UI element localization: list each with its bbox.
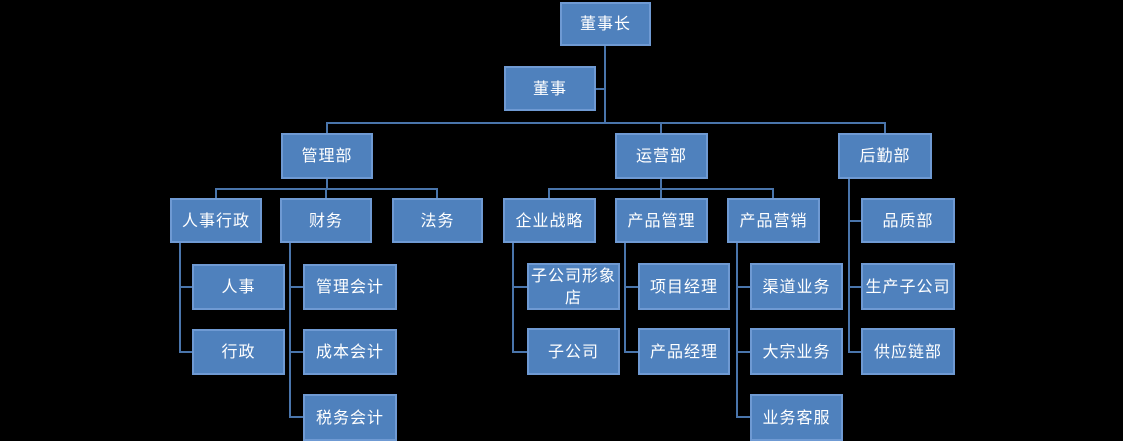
- connector-corp-strategy-spine: [512, 243, 514, 353]
- org-node-board[interactable]: 董事: [504, 66, 596, 111]
- connector-drop-finance: [325, 188, 327, 198]
- connector-top-rail: [326, 122, 886, 124]
- org-node-product-marketing[interactable]: 产品营销: [727, 198, 820, 243]
- org-node-project-manager[interactable]: 项目经理: [638, 263, 730, 310]
- connector-customer-service-stub: [736, 416, 750, 418]
- connector-production-subsidiary-stub: [848, 286, 861, 288]
- connector-subsidiary-store-stub: [512, 286, 527, 288]
- connector-drop-logistics-dept: [884, 122, 886, 133]
- org-node-hr[interactable]: 人事: [192, 264, 285, 310]
- connector-drop-admin-dept: [326, 122, 328, 133]
- org-node-logistics-dept[interactable]: 后勤部: [838, 133, 932, 179]
- connector-board-stub: [596, 88, 606, 90]
- connector-mgmt-accounting-stub: [289, 286, 303, 288]
- connector-product-mgmt-spine: [624, 243, 626, 353]
- connector-supply-chain-stub: [848, 351, 861, 353]
- org-node-chairman[interactable]: 董事长: [560, 2, 651, 46]
- connector-product-marketing-spine: [736, 243, 738, 418]
- org-node-supply-chain[interactable]: 供应链部: [861, 328, 955, 375]
- org-node-corp-strategy[interactable]: 企业战略: [503, 198, 596, 243]
- org-node-ops-dept[interactable]: 运营部: [615, 133, 708, 179]
- connector-hr-stub: [179, 286, 192, 288]
- connector-admin-stub: [179, 351, 192, 353]
- connector-bulk-business-stub: [736, 351, 750, 353]
- org-node-hr-admin[interactable]: 人事行政: [170, 198, 262, 243]
- connector-logistics-spine: [848, 179, 850, 353]
- org-node-bulk-business[interactable]: 大宗业务: [750, 328, 843, 375]
- org-node-subsidiary-store[interactable]: 子公司形象店: [527, 263, 620, 310]
- connector-quality-dept-stub: [848, 220, 861, 222]
- org-node-tax-accounting[interactable]: 税务会计: [303, 394, 397, 441]
- org-node-subsidiary[interactable]: 子公司: [527, 328, 620, 375]
- connector-cost-accounting-stub: [289, 351, 303, 353]
- org-node-product-manager[interactable]: 产品经理: [638, 328, 730, 375]
- connector-drop-ops-dept: [660, 122, 662, 133]
- connector-finance-spine: [289, 243, 291, 418]
- connector-drop-product-marketing: [772, 188, 774, 198]
- connector-ops-dept-drop: [660, 179, 662, 189]
- connector-drop-product-mgmt: [660, 188, 662, 198]
- org-node-legal[interactable]: 法务: [392, 198, 483, 243]
- org-node-customer-service[interactable]: 业务客服: [750, 394, 843, 441]
- connector-drop-hr-admin: [215, 188, 217, 198]
- org-node-quality-dept[interactable]: 品质部: [861, 198, 955, 243]
- org-node-production-subsidiary[interactable]: 生产子公司: [861, 263, 955, 310]
- org-node-channel-business[interactable]: 渠道业务: [750, 263, 843, 310]
- org-node-admin[interactable]: 行政: [192, 329, 285, 375]
- org-node-cost-accounting[interactable]: 成本会计: [303, 329, 397, 375]
- connector-project-manager-stub: [624, 286, 638, 288]
- connector-chairman-drop: [604, 46, 606, 124]
- connector-product-manager-stub: [624, 351, 638, 353]
- connector-drop-legal: [436, 188, 438, 198]
- connector-tax-accounting-stub: [289, 416, 303, 418]
- connector-subsidiary-stub: [512, 351, 527, 353]
- connector-channel-business-stub: [736, 286, 750, 288]
- org-node-admin-dept[interactable]: 管理部: [281, 133, 373, 179]
- connector-admin-dept-drop: [326, 179, 328, 189]
- org-node-product-mgmt[interactable]: 产品管理: [615, 198, 708, 243]
- org-node-finance[interactable]: 财务: [280, 198, 372, 243]
- org-node-mgmt-accounting[interactable]: 管理会计: [303, 264, 397, 310]
- connector-drop-corp-strategy: [548, 188, 550, 198]
- connector-hr-admin-spine: [179, 243, 181, 353]
